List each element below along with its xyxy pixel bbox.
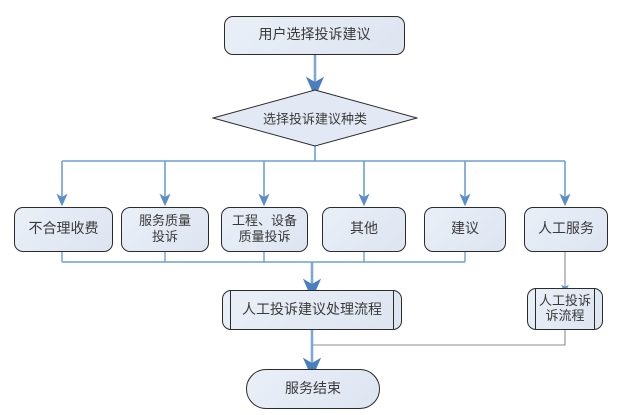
node-category-manual-service[interactable]: 人工服务 [524,207,608,252]
node-process-label: 人工投诉 诉流程 [538,293,591,324]
node-category-other[interactable]: 其他 [322,207,406,252]
node-category-label: 不合理收费 [28,221,99,238]
node-process-manual-complaint[interactable]: 人工投诉 诉流程 [527,288,603,330]
node-category-label: 建议 [451,221,479,238]
node-category-label: 工程、设备 质量投诉 [231,214,297,245]
edge-manual-process-to-end [312,330,566,346]
predefined-process-bar-right [594,289,595,329]
node-category-label: 其他 [350,221,378,238]
node-end[interactable]: 服务结束 [246,369,380,409]
node-category-service-quality[interactable]: 服务质量 投诉 [121,207,209,252]
node-category-engineering-equipment-quality[interactable]: 工程、设备 质量投诉 [221,207,308,252]
node-decision[interactable]: 选择投诉建议种类 [212,89,418,147]
diamond-shape [212,89,418,147]
node-process-manual-complaint-suggestion[interactable]: 人工投诉建议处理流程 [222,290,402,330]
node-process-label: 人工投诉建议处理流程 [242,301,382,318]
node-category-unreasonable-charge[interactable]: 不合理收费 [14,207,113,252]
node-category-label: 人工服务 [538,221,594,238]
predefined-process-bar-left [230,291,231,329]
node-category-label: 服务质量 投诉 [138,214,191,245]
node-end-label: 服务结束 [285,380,341,397]
predefined-process-bar-right [393,291,394,329]
node-category-suggestion[interactable]: 建议 [424,207,506,252]
node-start-label: 用户选择投诉建议 [258,27,371,44]
node-decision-label: 选择投诉建议种类 [262,112,367,128]
predefined-process-bar-left [535,289,536,329]
node-start[interactable]: 用户选择投诉建议 [224,16,405,55]
